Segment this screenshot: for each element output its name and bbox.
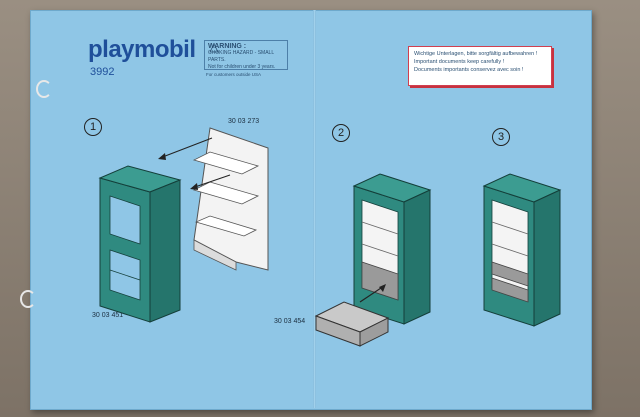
warning-line-1: CHOKING HAZARD - SMALL PARTS. — [208, 50, 274, 63]
keep-documents-notice: Wichtige Unterlagen, bitte sorgfältig au… — [408, 46, 552, 86]
step-2-number: 2 — [332, 124, 350, 142]
notice-line-2: Important documents keep carefully ! — [414, 59, 505, 65]
step-2-drawer — [314, 284, 390, 347]
page-fold — [313, 10, 316, 408]
warning-footer: For customers outside USA — [206, 72, 262, 77]
step-2-cabinet — [352, 173, 432, 325]
step-1-shelf-insert — [158, 127, 269, 271]
part-number-drawer: 30 03 454 — [274, 318, 306, 325]
brand-logo: playmobil — [88, 36, 196, 63]
warning-triangle-icon — [209, 43, 219, 53]
choking-warning-box: WARNING : CHOKING HAZARD - SMALL PARTS. … — [204, 40, 288, 70]
step-3-cabinet — [482, 173, 562, 327]
notice-line-3: Documents importants conservez avec soin… — [414, 67, 524, 73]
notice-line-1: Wichtige Unterlagen, bitte sorgfältig au… — [414, 51, 538, 57]
part-number-shelf-insert: 30 03 273 — [228, 118, 260, 125]
set-number: 3992 — [90, 66, 115, 78]
warning-title: WARNING : — [208, 43, 247, 50]
binder-ring-top — [36, 80, 52, 98]
step-3-number: 3 — [492, 128, 510, 146]
warning-line-2: Not for children under 3 years. — [208, 64, 276, 70]
step-1-cabinet — [98, 165, 182, 323]
step-1-number: 1 — [84, 118, 102, 136]
binder-ring-bottom — [20, 290, 36, 308]
part-number-cabinet: 30 03 451 — [92, 312, 124, 319]
